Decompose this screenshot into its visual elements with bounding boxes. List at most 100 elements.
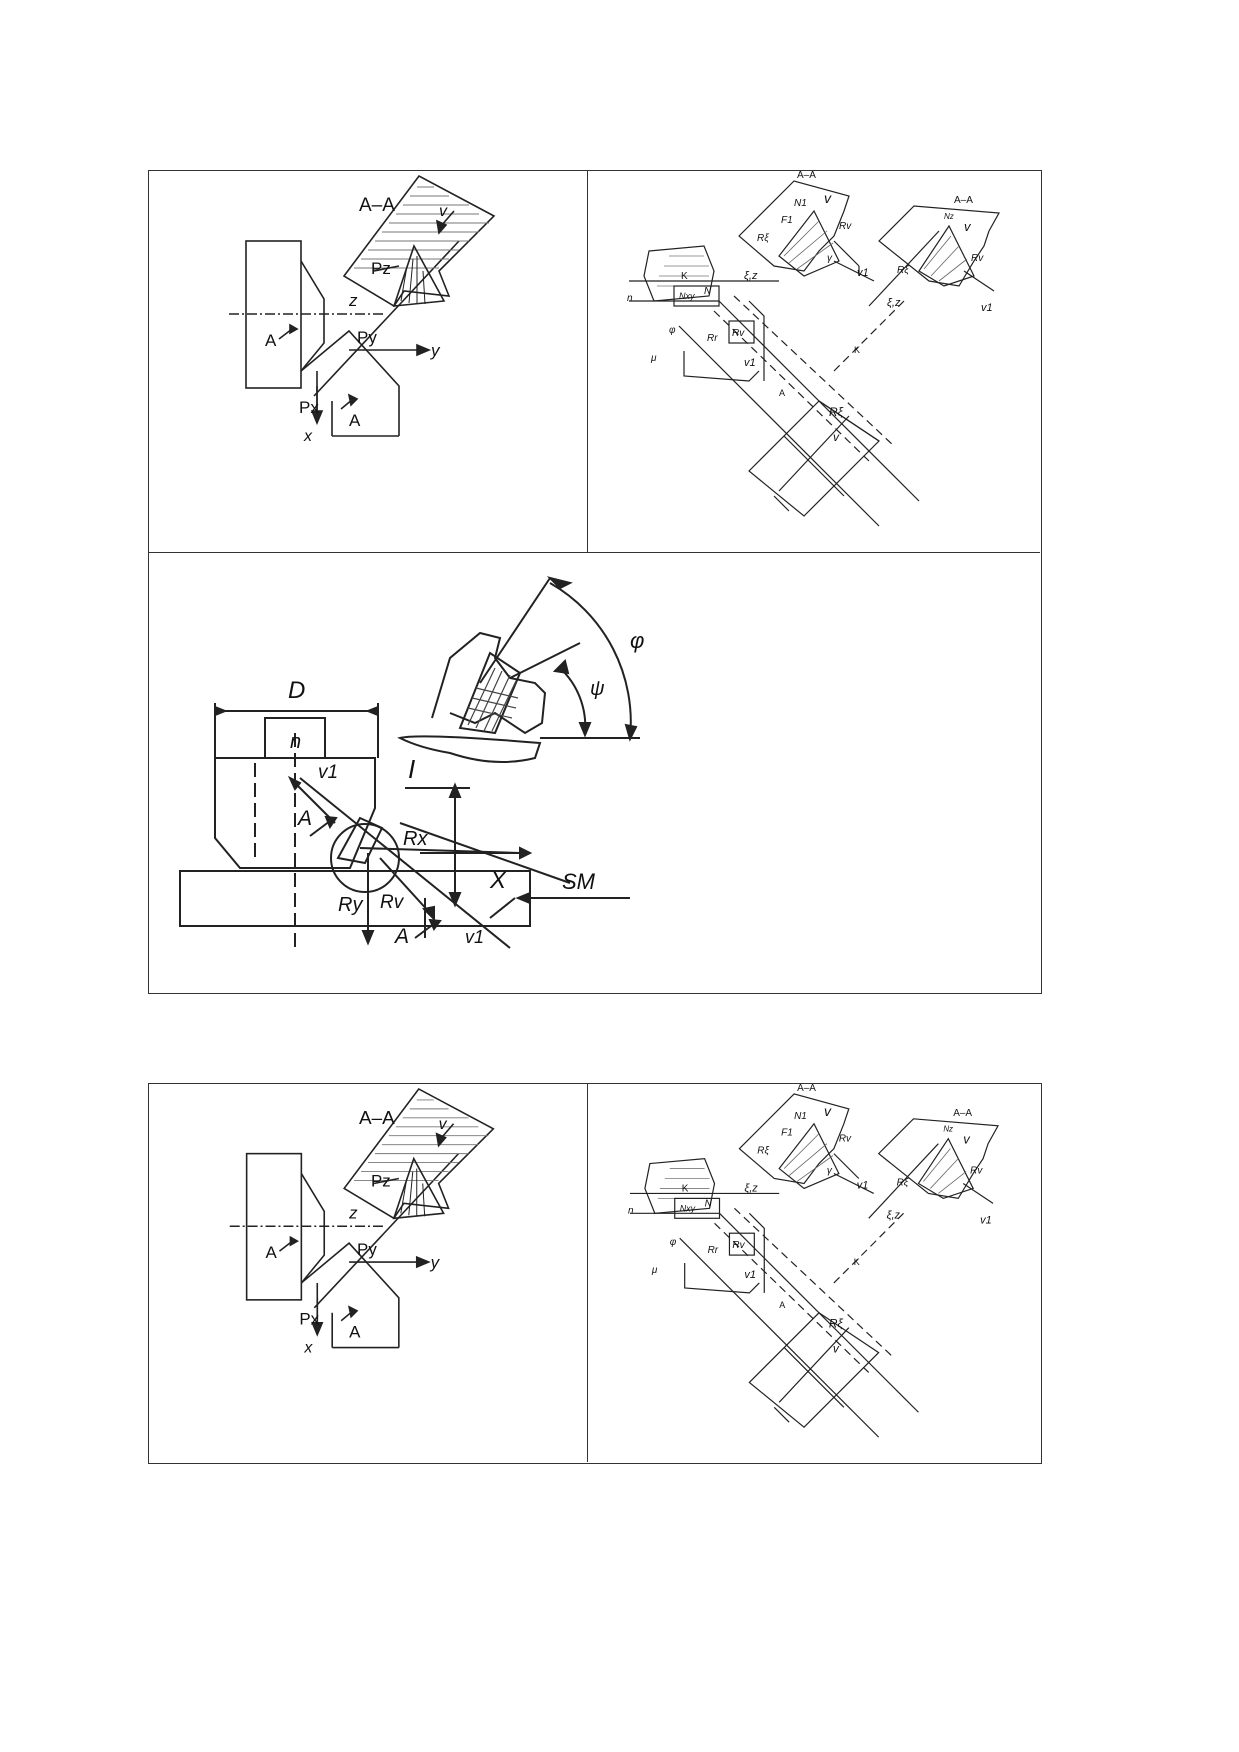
figure-table-bottom [148,1083,1042,1464]
force-diagram-left: A–A v Pz z Py y A Px A x [229,174,496,445]
label-mu-b: μ [651,1265,658,1276]
figure-table-top [148,170,1042,994]
label-n-cap-b: N [705,1198,713,1209]
label-z-2: z [348,1203,358,1222]
label-a-schematic: A [296,807,312,830]
label-n-left-b: n [628,1205,634,1216]
label-n-rotation: n [290,731,301,753]
table-divider-vertical [587,171,588,552]
label-aa-2: A–A [954,195,973,206]
label-rxi-aa1-b: Rξ [757,1146,769,1157]
label-a-bottom: A [349,411,361,430]
label-pz: Pz [371,259,391,278]
label-v1-aa2: v1 [981,302,993,314]
label-k-top-b: K [682,1183,689,1194]
label-v1-schematic: v1 [318,762,338,783]
label-a-left: A [265,331,277,350]
label-rv-aa1-b: Rv [839,1134,852,1145]
label-aa-1-b: A–A [797,1083,816,1094]
label-rxi-aa2: Rξ [897,265,909,276]
label-rv-aa1: Rv [839,221,852,232]
label-phi-detail: φ [630,628,644,653]
label-px: Px [299,398,319,417]
label-rv-center: Rv [732,328,745,339]
label-f1: F1 [781,215,793,226]
force-diagram-left-2: A–A v Pz z Py y A Px A x [229,1087,495,1357]
label-phi-b: φ [670,1237,677,1248]
label-nz-aa2: Nz [944,212,954,221]
label-nxy-b: Nxy [680,1203,696,1213]
label-r-small: Rv [380,892,405,913]
label-rr: Rr [707,333,718,344]
label-v1-aa1: v1 [857,267,869,279]
label-n1-b: N1 [794,1111,807,1122]
label-x-2: x [303,1340,313,1357]
label-v-2: v [439,1116,448,1133]
label-y-2: y [430,1253,441,1272]
label-v1-aa2-b: v1 [980,1214,992,1226]
label-n-left: n [627,293,633,304]
label-f1-b: F1 [781,1128,793,1139]
label-rv-center-b: Rv [732,1240,745,1251]
label-rr-b: Rr [708,1245,719,1256]
force-decomposition-right: A–A A–A K n Nxy N ξ,z μ φ Rr Rv v1 A Rξ … [627,170,1000,527]
label-big-x: X [489,867,507,894]
label-rxi-aa1: Rξ [757,233,769,244]
label-section-aa: A–A [359,195,395,216]
label-v-bottom: v [833,430,840,444]
label-v-aa1-b: v [824,1103,832,1119]
label-psi-detail: ψ [590,678,605,700]
label-aa-2-b: A–A [953,1108,972,1119]
label-xi-z-2: ξ,z [887,297,901,309]
label-a-center: A [779,388,785,398]
label-x: x [303,428,313,445]
label-v1-aa1-b: v1 [857,1179,869,1191]
label-mu: μ [650,353,657,364]
table-divider-horizontal [149,552,1040,553]
label-a-schematic-bottom: A [393,925,409,948]
label-xi-z-2-b: ξ,z [887,1209,901,1221]
label-v-aa1: v [824,190,832,206]
label-phi: φ [669,325,676,336]
label-ry: Ry [338,894,363,916]
label-px-2: Px [299,1310,319,1329]
label-v1-center-b: v1 [744,1269,756,1281]
label-rxi-aa2-b: Rξ [897,1177,909,1188]
label-gamma-aa1: γ [827,253,833,264]
label-roman-one: I [408,754,415,784]
label-v1-center: v1 [744,357,756,369]
label-rx: Rx [403,828,428,850]
force-decomposition-right-2: A–A A–A K n Nxy N ξ,z μ φ Rr Rv v1 A Rξ … [628,1083,1000,1438]
label-rv-aa2: Rv [971,253,984,264]
label-rv-aa2-b: Rv [970,1166,983,1177]
label-y: y [430,341,441,360]
label-rxi-bottom: Rξ [829,405,844,419]
table-divider-vertical-2 [587,1084,588,1462]
label-a-bottom-2: A [349,1323,361,1342]
label-v-aa2-b: v [963,1132,971,1147]
label-rxi-bottom-b: Rξ [829,1317,844,1331]
label-sm: SM [562,869,596,894]
label-v: v [439,203,448,220]
label-n-cap: N [704,286,712,297]
label-k-top: K [681,271,688,282]
label-pz-2: Pz [371,1171,391,1190]
label-aa-1: A–A [797,170,816,181]
label-xi-z-1-b: ξ,z [744,1182,758,1194]
label-xi-z-1: ξ,z [744,270,758,282]
label-v-bottom-b: v [833,1342,840,1356]
label-v1-bottom: v1 [465,927,484,947]
label-z: z [348,291,358,310]
label-section-aa-2: A–A [359,1108,395,1129]
label-d: D [288,677,305,704]
label-v-aa2: v [964,219,972,234]
label-py-2: Py [357,1240,377,1259]
label-nz-aa2-b: Nz [943,1125,953,1134]
label-k-right-b: K [854,1257,860,1267]
label-nxy: Nxy [679,291,695,301]
label-a-center-b: A [779,1300,785,1310]
face-milling-schematic: D n v1 A I Rx X SM Ry Rv A v1 φ ψ [179,576,644,949]
label-a-left-2: A [266,1243,278,1262]
label-k-right: K [854,345,860,355]
label-n1: N1 [794,198,807,209]
